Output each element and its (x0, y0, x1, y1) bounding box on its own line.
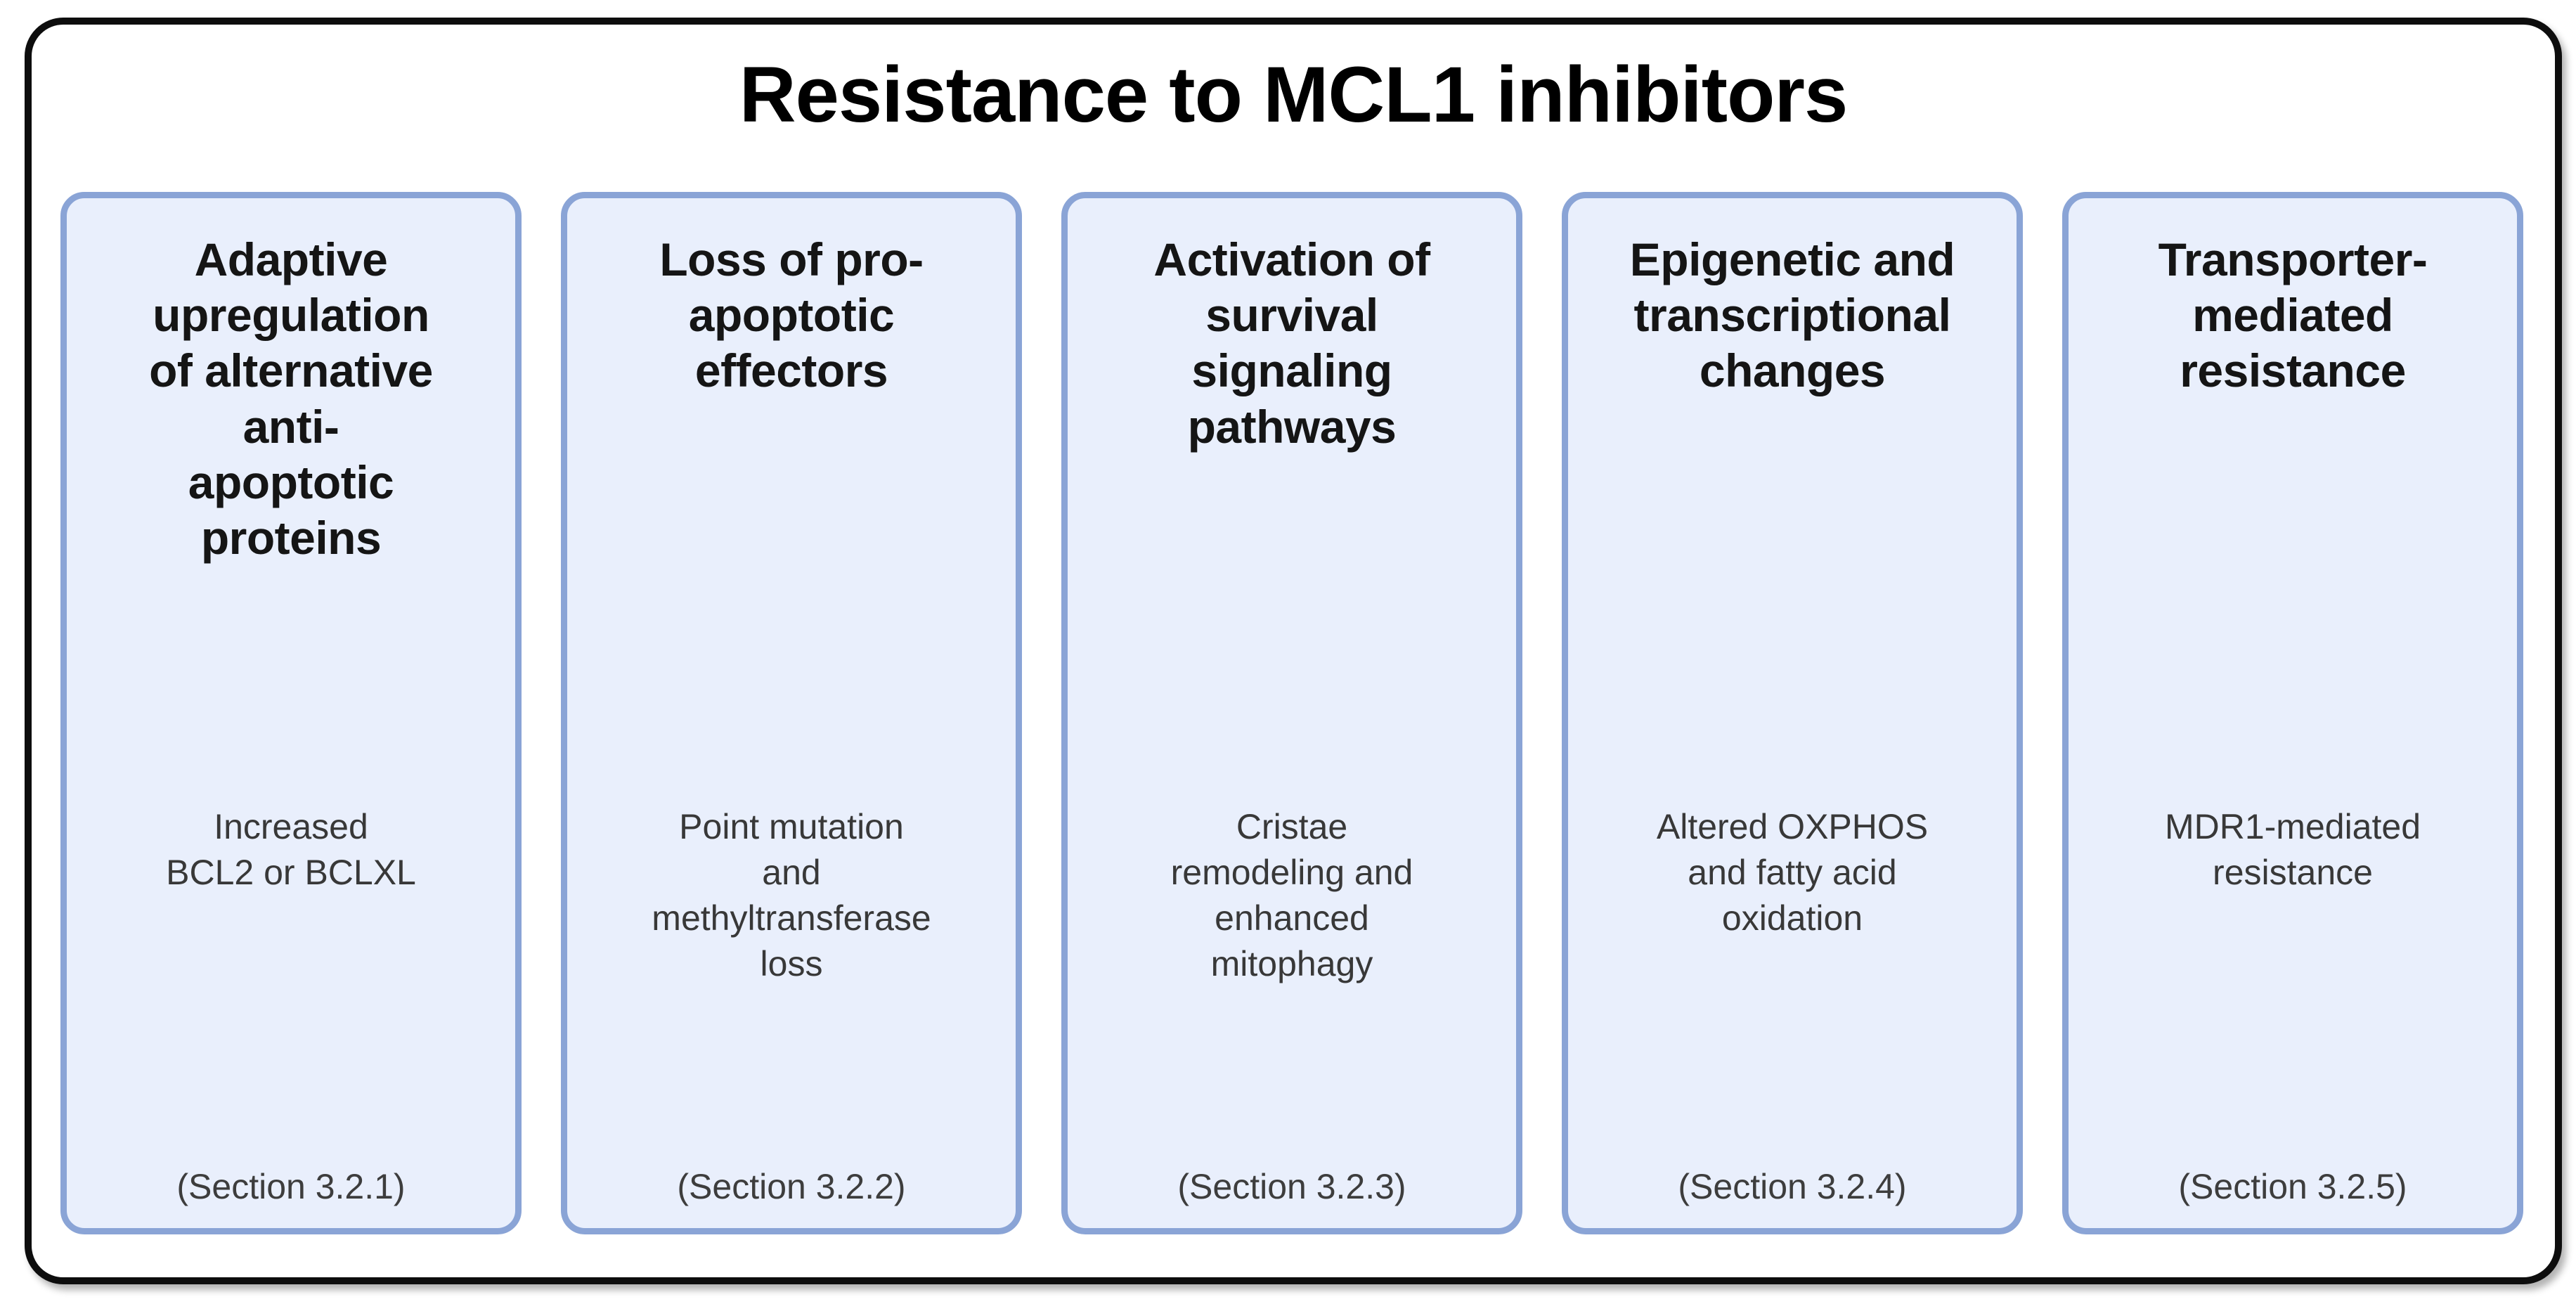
card-body: Cristae remodeling and enhanced mitophag… (1170, 807, 1413, 983)
card-loss-of-pro-apoptotic-effectors: Loss of pro- apoptotic effectors Point m… (561, 192, 1022, 1234)
diagram-title: Resistance to MCL1 inhibitors (739, 51, 1849, 138)
card-section-ref: (Section 3.2.3) (1177, 1167, 1406, 1206)
card-body: Altered OXPHOS and fatty acid oxidation (1656, 807, 1929, 938)
card-heading: Adaptive upregulation of alternative ant… (149, 233, 433, 564)
card-heading: Epigenetic and transcriptional changes (1629, 233, 1955, 397)
card-body: Point mutation and methyltransferase los… (652, 807, 931, 983)
card-adaptive-upregulation: Adaptive upregulation of alternative ant… (60, 192, 522, 1234)
card-heading: Activation of survival signaling pathway… (1153, 233, 1430, 453)
card-heading: Transporter- mediated resistance (2158, 233, 2428, 397)
card-section-ref: (Section 3.2.4) (1678, 1167, 1907, 1206)
card-section-ref: (Section 3.2.5) (2178, 1167, 2407, 1206)
card-transporter-mediated-resistance: Transporter- mediated resistance MDR1-me… (2062, 192, 2523, 1234)
card-activation-of-survival-signaling: Activation of survival signaling pathway… (1061, 192, 1522, 1234)
resistance-mechanism-cards: Adaptive upregulation of alternative ant… (60, 192, 2523, 1234)
card-section-ref: (Section 3.2.1) (176, 1167, 406, 1206)
card-section-ref: (Section 3.2.2) (677, 1167, 906, 1206)
card-body: Increased BCL2 or BCLXL (166, 807, 416, 892)
card-epigenetic-transcriptional-changes: Epigenetic and transcriptional changes A… (1562, 192, 2023, 1234)
diagram-border-frame: Resistance to MCL1 inhibitors Adaptive u… (25, 18, 2562, 1284)
card-heading: Loss of pro- apoptotic effectors (659, 233, 924, 397)
card-body: MDR1-mediated resistance (2164, 807, 2421, 892)
